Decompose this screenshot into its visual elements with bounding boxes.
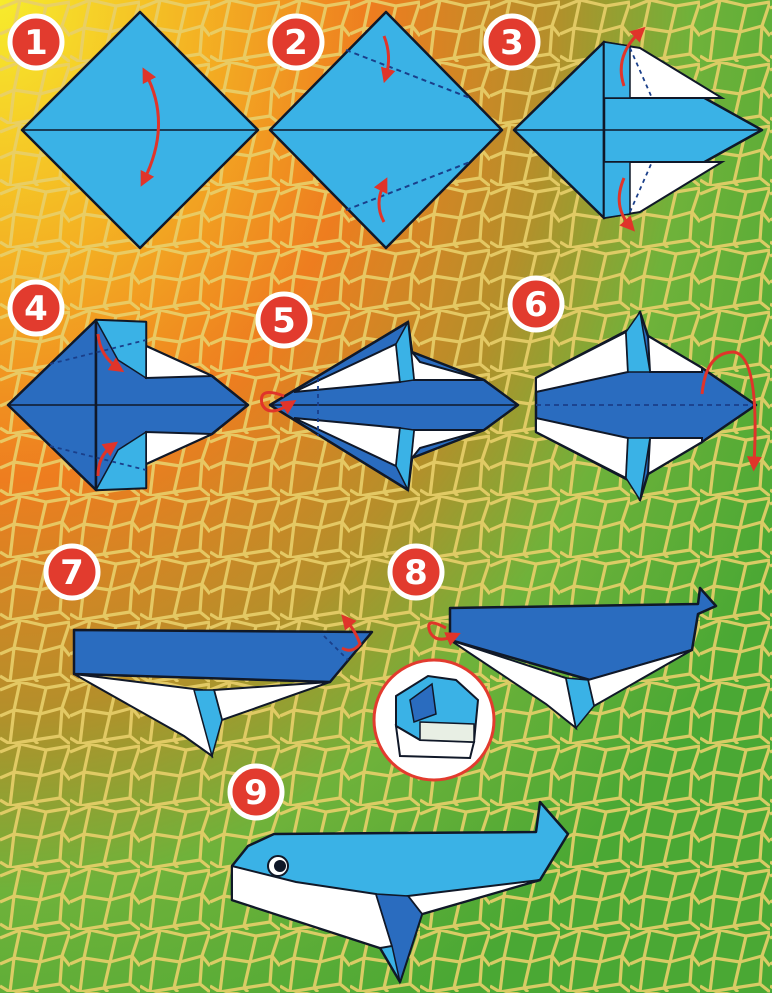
- step-number-4: 4: [24, 289, 48, 329]
- step-4-diagram: [6, 318, 250, 492]
- step-badge-6: 6: [507, 275, 565, 333]
- step-6-diagram: [534, 310, 762, 503]
- step-badge-7: 7: [43, 543, 101, 601]
- step-number-6: 6: [524, 285, 548, 325]
- step-number-1: 1: [24, 23, 48, 63]
- step-badge-1: 1: [7, 13, 65, 71]
- step-badge-9: 9: [227, 763, 285, 821]
- step-8-detail-inset: [372, 658, 496, 782]
- step-5-diagram: [259, 319, 520, 493]
- step-number-3: 3: [500, 23, 524, 63]
- step-7-diagram: [72, 614, 374, 759]
- step-3-diagram: [512, 26, 764, 232]
- step-number-5: 5: [272, 301, 296, 341]
- step-badge-8: 8: [387, 543, 445, 601]
- step-2-diagram: [268, 10, 504, 250]
- step-badge-5: 5: [255, 291, 313, 349]
- step-badge-3: 3: [483, 13, 541, 71]
- step-badge-4: 4: [7, 279, 65, 337]
- step-number-9: 9: [244, 773, 268, 813]
- step-9-whale: [230, 800, 570, 985]
- step-8-diagram: [427, 586, 718, 731]
- step-badge-2: 2: [267, 13, 325, 71]
- step-number-7: 7: [60, 553, 84, 593]
- step-number-8: 8: [404, 553, 428, 593]
- step-1-diagram: [20, 10, 260, 250]
- step-number-2: 2: [284, 23, 308, 63]
